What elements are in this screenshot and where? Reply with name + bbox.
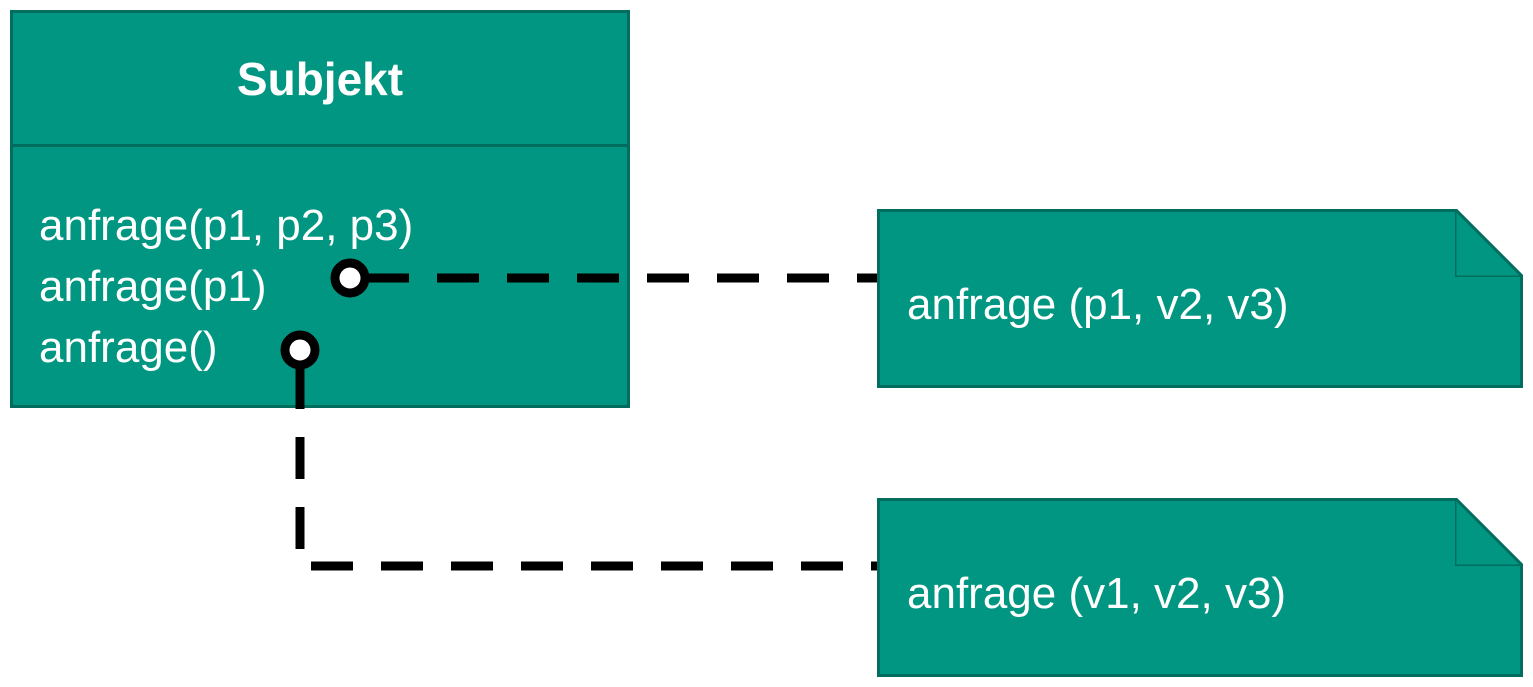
method-anfrage-empty: anfrage() <box>39 323 218 372</box>
class-name: Subjekt <box>13 13 627 147</box>
lollipop-anfrage-empty-icon <box>280 330 320 370</box>
note-text: anfrage (p1, v2, v3) <box>907 280 1289 329</box>
note-anfrage-p1-v2-v3[interactable]: anfrage (p1, v2, v3) <box>877 209 1523 388</box>
note-fold-icon <box>1455 209 1523 277</box>
note-anfrage-v1-v2-v3[interactable]: anfrage (v1, v2, v3) <box>877 498 1523 677</box>
class-box-subjekt[interactable]: Subjekt anfrage(p1, p2, p3) anfrage(p1) … <box>10 10 630 408</box>
connector-line-anfrage-empty <box>295 367 877 571</box>
class-methods: anfrage(p1, p2, p3) anfrage(p1) anfrage(… <box>13 147 627 378</box>
method-anfrage-p1: anfrage(p1) <box>39 262 267 311</box>
note-fold-icon <box>1455 498 1523 566</box>
lollipop-anfrage-p1-icon <box>330 258 370 298</box>
method-anfrage-p1-p2-p3: anfrage(p1, p2, p3) <box>39 201 414 250</box>
note-text: anfrage (v1, v2, v3) <box>907 569 1287 618</box>
